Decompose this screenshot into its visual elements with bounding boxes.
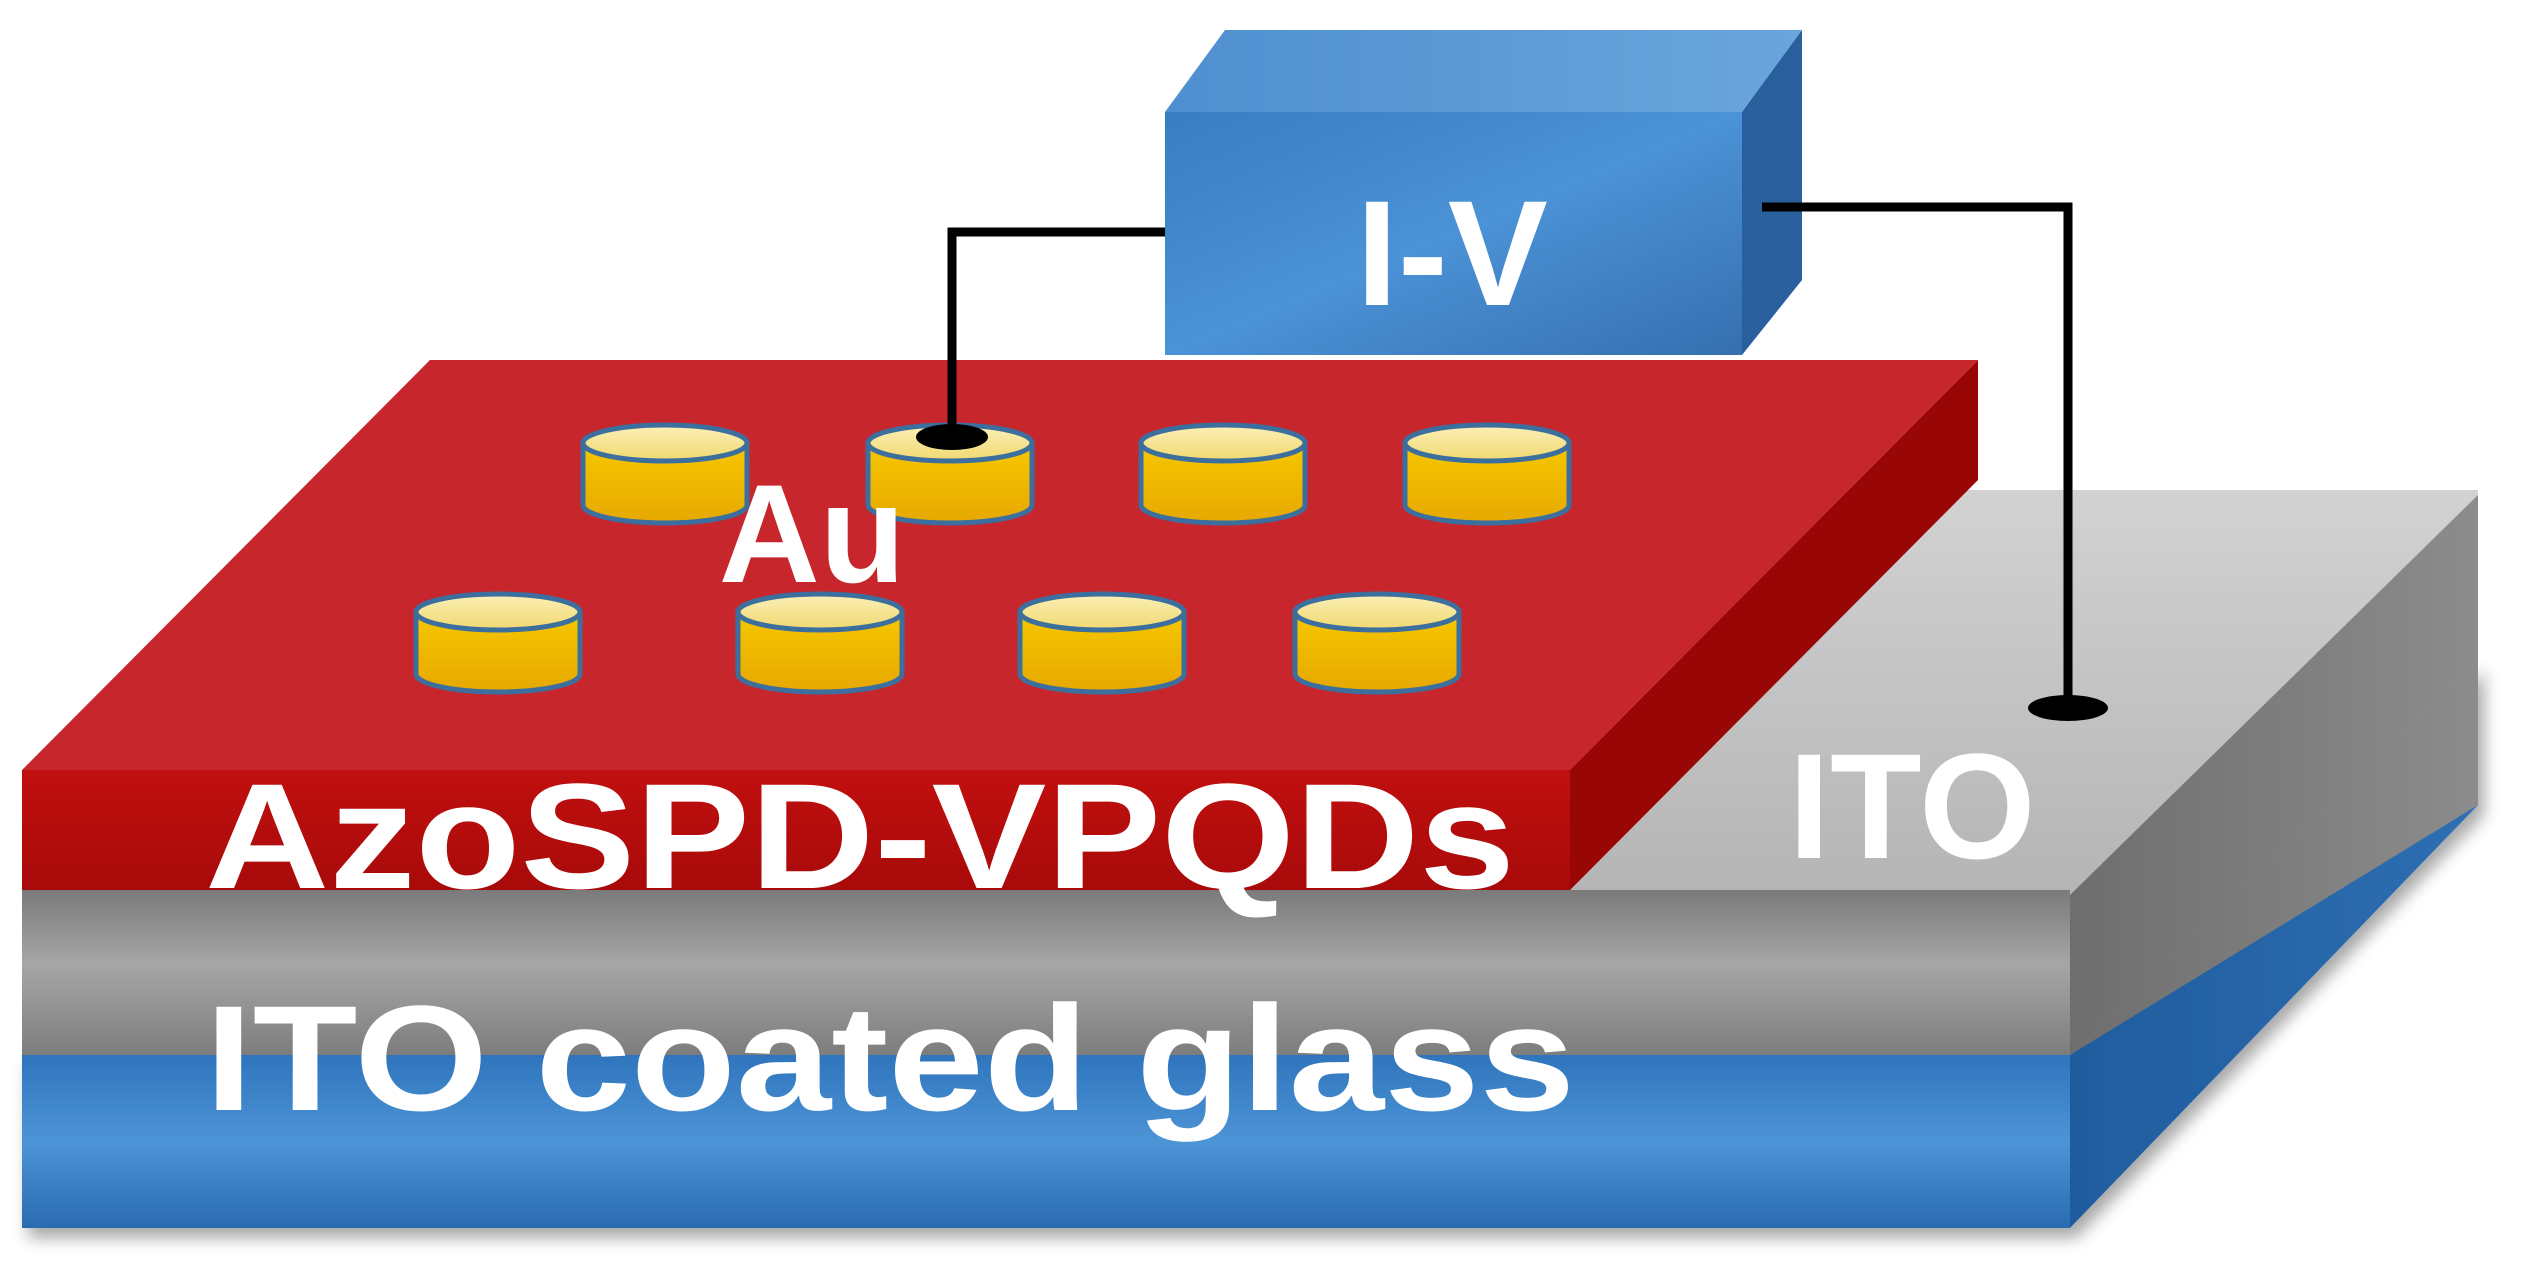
au-electrode-body <box>1017 609 1187 695</box>
au-electrode-body <box>1292 609 1462 695</box>
wire-right <box>1762 202 2073 705</box>
au-electrode-top <box>735 591 905 633</box>
au-electrode-body <box>1402 440 1572 526</box>
au-electrode <box>413 591 583 695</box>
ito-side-face-2 <box>2070 495 2478 1055</box>
au-electrode-top <box>1017 591 1187 633</box>
au-electrode-body <box>413 609 583 695</box>
iv-meter-box <box>1165 30 1802 355</box>
au-electrode <box>735 591 905 695</box>
au-electrode-body <box>1138 440 1308 526</box>
au-electrode-top <box>580 422 750 464</box>
substrate-label: ITO coated glass <box>205 974 1575 1142</box>
iv-box-top-face <box>1165 30 1802 112</box>
au-electrode-top <box>413 591 583 633</box>
iv-label: I-V <box>1356 169 1548 337</box>
active-layer-side-face <box>1570 360 1978 890</box>
glass-front-face <box>22 1055 2070 1228</box>
au-electrode-top <box>1138 422 1308 464</box>
active-layer-front-face <box>22 770 1570 890</box>
au-electrode-body <box>735 609 905 695</box>
au-electrode <box>1017 591 1187 695</box>
wire-contact-au <box>916 424 988 450</box>
au-electrode-top <box>1292 591 1462 633</box>
wire-left <box>947 227 1165 437</box>
au-label: Au <box>719 455 906 612</box>
active-layer-label: AzoSPD-VPQDs <box>205 752 1515 920</box>
wiring <box>947 202 2073 705</box>
iv-box-side-face <box>1742 30 1802 355</box>
wire-contact-ito <box>2028 695 2108 721</box>
ito-front-face <box>22 890 2070 1055</box>
au-electrode-body <box>580 440 750 526</box>
au-electrode-top <box>1402 422 1572 464</box>
iv-box-front-face <box>1165 112 1742 355</box>
ito-contact-label: ITO <box>1788 722 2035 890</box>
au-electrode <box>1292 591 1462 695</box>
au-electrode-body <box>865 440 1035 526</box>
au-electrode <box>1138 422 1308 526</box>
au-electrode <box>1402 422 1572 526</box>
au-electrode <box>580 422 750 526</box>
